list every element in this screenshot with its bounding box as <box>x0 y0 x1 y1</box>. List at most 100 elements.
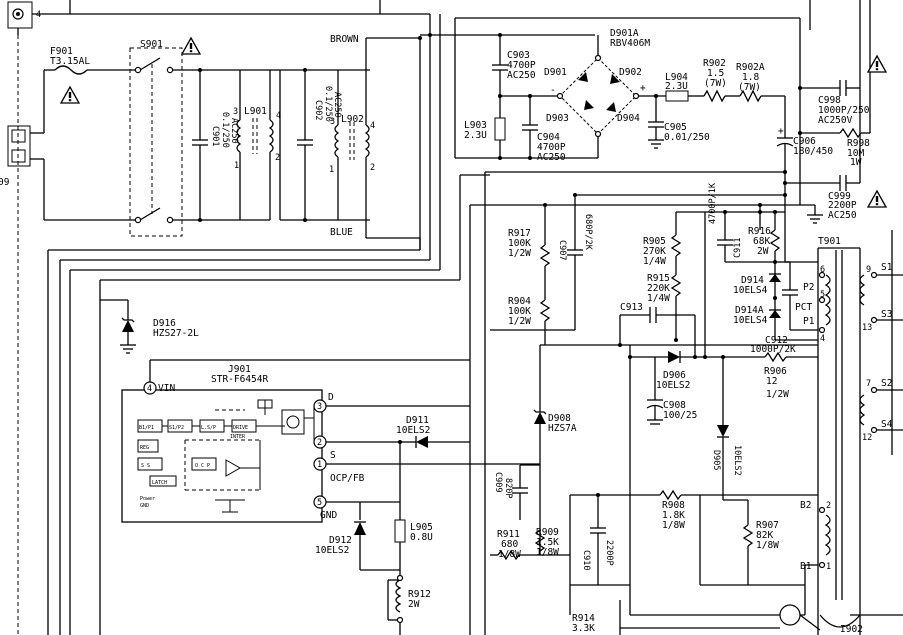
label-l902: L902 <box>341 114 364 125</box>
label-c907-name: C907 <box>557 240 567 260</box>
label-j-pin5: 5 <box>317 498 322 508</box>
label-r911-name: R911 <box>497 529 520 540</box>
label-t-1: 1 <box>826 562 831 572</box>
label-r916-name: R916 <box>748 226 771 237</box>
label-l902-p4: 4 <box>370 121 375 131</box>
label-r912-val: 2W <box>408 599 420 610</box>
label-d903: D903 <box>546 113 569 124</box>
label-r909-v2: 1/8W <box>536 547 559 558</box>
label-r908-name: R908 <box>662 500 685 511</box>
label-r908-v1: 1.8K <box>662 510 685 521</box>
label-bridge-plus: + <box>640 83 646 94</box>
label-b1: B1 <box>800 561 812 572</box>
label-r906-v2: 1/2W <box>766 389 789 400</box>
label-r902a-v1: 1.8 <box>742 72 759 83</box>
label-d912-name: D912 <box>329 535 352 546</box>
label-c909-val: 820P <box>503 478 513 498</box>
label-c905-val: 0.01/250 <box>664 132 710 143</box>
label-c901-v1: 0.1/250 <box>220 112 230 148</box>
label-vin: VIN <box>158 383 175 394</box>
label-d906-val: 10ELS2 <box>656 380 690 391</box>
label-j901-val: STR-F6454R <box>211 374 268 385</box>
label-r904-name: R904 <box>508 296 531 307</box>
label-ic-b6: S S <box>141 463 150 469</box>
lower-components <box>354 436 470 635</box>
label-l901-p3: 3 <box>233 107 238 117</box>
label-l904-val: 2.3U <box>665 81 688 92</box>
label-c902-v1: 0.1/250 <box>323 86 333 122</box>
label-c912-name: C912 <box>765 335 788 346</box>
label-r902a-name: R902A <box>736 62 765 73</box>
label-l901-p1: 1 <box>234 161 239 171</box>
label-conn09: 09 <box>0 177 10 188</box>
label-d908-name: D908 <box>548 413 571 424</box>
label-j-pin1: 1 <box>317 460 322 470</box>
label-t901: T901 <box>818 236 841 247</box>
label-c908-name: C908 <box>663 400 686 411</box>
label-r904-v1: 100K <box>508 306 531 317</box>
label-ic-b4: DRIVE <box>233 425 248 431</box>
label-ic-b2: S1/P2 <box>169 425 184 431</box>
label-ic-b3: L.S/P <box>201 425 216 431</box>
label-t-2: 2 <box>826 501 831 511</box>
label-r916-v2: 2W <box>757 246 769 257</box>
label-r914-name: R914 <box>572 613 595 624</box>
label-pin-s: S <box>330 450 336 461</box>
label-j-pin4: 4 <box>147 384 152 394</box>
label-j901-name: J901 <box>228 364 251 375</box>
label-pin-gnd: GND <box>320 510 337 521</box>
label-c998-v2: AC250V <box>818 115 853 126</box>
label-t-13: 13 <box>862 323 872 333</box>
label-d912-val: 10ELS2 <box>315 545 349 556</box>
label-r906-name: R906 <box>764 366 787 377</box>
label-c902-v2: AC250 <box>332 92 342 118</box>
label-l902-p3: 3 <box>330 117 335 127</box>
label-t-p2: P2 <box>803 282 814 293</box>
label-r907-v1: 82K <box>756 530 773 541</box>
label-d905-name: D905 <box>711 450 721 470</box>
label-t-p1: P1 <box>803 316 815 327</box>
label-c903-name: C903 <box>507 50 530 61</box>
label-c998-v1: 1000P/250 <box>818 105 870 116</box>
label-r907-v2: 1/8W <box>756 540 779 551</box>
label-ic-bot2: GND <box>140 503 149 509</box>
label-r906-v1: 12 <box>766 376 777 387</box>
label-bridge-minus: - <box>550 85 556 96</box>
label-r998-v2: 1W <box>850 157 862 168</box>
label-d905-val: 10ELS2 <box>732 445 742 476</box>
input-section <box>7 0 490 635</box>
label-r908-v2: 1/8W <box>662 520 685 531</box>
label-c903-v2: AC250 <box>507 70 536 81</box>
label-r998-v1: 10M <box>847 148 864 159</box>
label-l901-p4: 4 <box>276 111 281 121</box>
label-b2: B2 <box>800 500 811 511</box>
label-l901: L901 <box>244 106 267 117</box>
label-r911-v1: 680 <box>501 539 518 550</box>
label-d914a-name: D914A <box>735 305 764 316</box>
label-l903-val: 2.3U <box>464 130 487 141</box>
label-d901a-val: RBV406M <box>610 38 650 49</box>
label-l902-p2: 2 <box>370 163 375 173</box>
label-j-pin2: 2 <box>317 438 322 448</box>
label-t-5: 5 <box>820 290 825 300</box>
label-r912-name: R912 <box>408 589 431 600</box>
label-c901-name: C901 <box>210 126 220 146</box>
label-c910-name: C910 <box>581 550 591 570</box>
label-pct: PCT <box>795 302 812 313</box>
label-d914-val: 10ELS4 <box>733 285 768 296</box>
label-r904-v2: 1/2W <box>508 316 531 327</box>
label-d901: D901 <box>544 67 567 78</box>
label-c910-val: 2200P <box>604 540 614 566</box>
label-l902-p1: 1 <box>329 165 334 175</box>
label-c999-v2: AC250 <box>828 210 857 221</box>
label-r917-name: R917 <box>508 228 531 239</box>
label-pin-d: D <box>328 392 334 403</box>
label-r907-name: R907 <box>756 520 779 531</box>
label-r902-name: R902 <box>703 58 726 69</box>
label-r917-v1: 100K <box>508 238 531 249</box>
label-r915-v2: 1/4W <box>647 293 670 304</box>
label-i902: I902 <box>840 624 863 635</box>
label-c911-rating: 4700P/1K <box>708 182 718 224</box>
label-r914-val: 3.3K <box>572 623 595 634</box>
